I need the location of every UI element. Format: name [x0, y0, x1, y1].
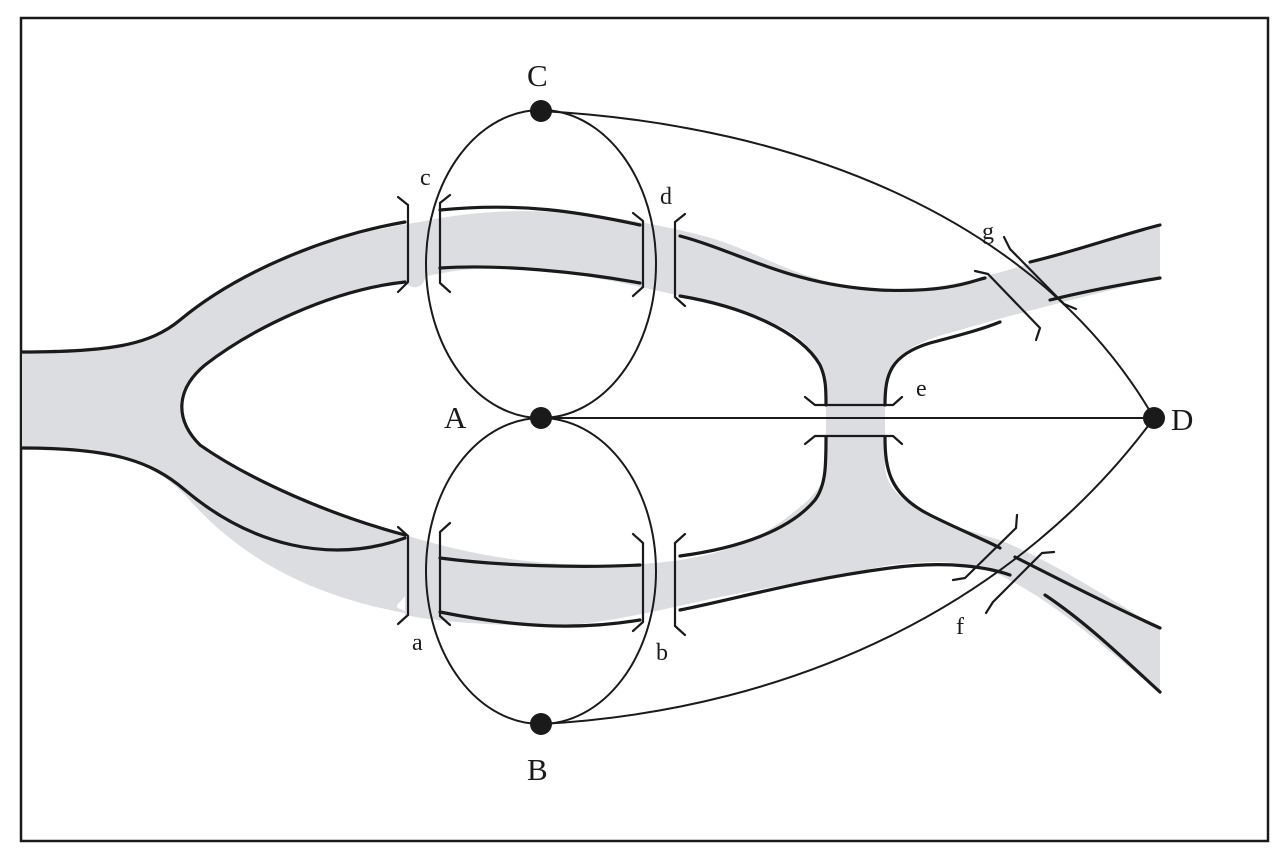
bridge-f-lower	[984, 550, 1056, 615]
bank-outer-bottom-right	[678, 563, 1012, 612]
node-d	[1143, 407, 1165, 429]
bridge-label-b: b	[656, 640, 668, 666]
node-label-a: A	[444, 400, 467, 435]
bank-inner-bottom-mid	[438, 556, 642, 568]
bank-inner-top-east	[883, 320, 1002, 407]
graph-nodes	[530, 100, 1165, 735]
bridge-g-upper	[1002, 235, 1078, 311]
river-lower-arm	[405, 435, 1160, 692]
edge-c-d	[540, 110, 1155, 419]
bridge-labels: c d a b e g f	[412, 165, 994, 666]
diagram-frame	[19, 16, 1270, 843]
bridge-c-right	[438, 193, 452, 294]
bridge-e-bottom	[803, 434, 904, 446]
river-connector	[826, 385, 885, 455]
bank-outer-bottom-far	[1043, 593, 1162, 694]
bank-inner-bottom-right	[678, 435, 828, 558]
bridge-label-c: c	[420, 165, 431, 191]
bank-inner-bottom-east	[883, 435, 1002, 550]
bridge-f-upper	[951, 513, 1019, 582]
bridge-a-right	[438, 521, 452, 627]
bridge-d-left	[631, 211, 645, 298]
bank-outer-top-mid	[438, 205, 642, 227]
bridge-b-left	[631, 532, 645, 633]
node-label-d: D	[1171, 402, 1193, 437]
bridge-g-lower	[973, 269, 1042, 342]
bridge-d-right	[673, 212, 687, 308]
bridge-label-d: d	[660, 184, 672, 210]
bank-inner-top-right	[678, 294, 828, 407]
bank-inner-top-mid	[438, 265, 642, 285]
bridge-label-f: f	[956, 614, 964, 640]
bank-inner-island-left	[180, 280, 407, 537]
bridges	[396, 193, 1078, 637]
bank-inner-bottom-far	[1013, 555, 1162, 630]
bridge-label-g: g	[982, 219, 994, 245]
bridge-a-left	[396, 525, 410, 626]
bank-outer-bottom	[20, 446, 407, 552]
bank-outer-bottom-mid	[438, 610, 642, 628]
bank-outer-top-far	[1028, 223, 1162, 264]
bridge-label-e: e	[916, 376, 927, 402]
bridge-label-a: a	[412, 630, 423, 656]
river-left-trunk	[22, 222, 440, 615]
bank-outer-top-right	[678, 234, 987, 293]
node-a	[530, 407, 552, 429]
bank-inner-top-far	[1048, 276, 1162, 302]
node-c	[530, 100, 552, 122]
node-labels: C A B D	[444, 58, 1193, 787]
node-label-c: C	[527, 58, 548, 93]
river-banks	[20, 205, 1162, 694]
river-upper-arm	[405, 211, 1160, 405]
node-b	[530, 713, 552, 735]
river	[22, 211, 1160, 692]
bridge-e-top	[803, 395, 904, 407]
bridge-c-left	[396, 195, 410, 294]
edge-b-d	[540, 417, 1155, 725]
bank-outer-top	[20, 220, 407, 354]
node-label-b: B	[527, 752, 548, 787]
bridge-b-right	[673, 532, 687, 637]
